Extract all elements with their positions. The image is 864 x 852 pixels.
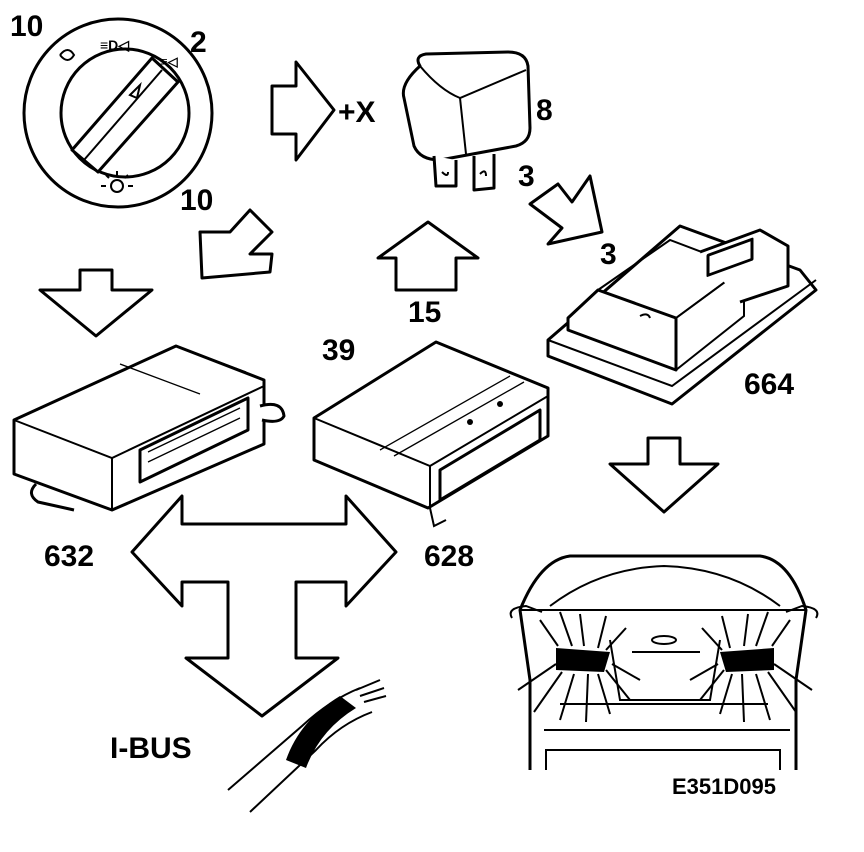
module-664-label: 664: [744, 368, 795, 401]
light-switch: ≡D◁ ≡◁: [22, 17, 214, 209]
module-628-label: 628: [424, 540, 475, 573]
module-664: [546, 224, 818, 406]
arrow-diagonal-10: [198, 208, 274, 280]
relay: [401, 50, 532, 192]
relay-output-label-3: 3: [518, 160, 535, 193]
arrow-label-10: 10: [180, 184, 214, 217]
car-front: [509, 554, 819, 770]
arrow-down-to-632: [38, 268, 154, 338]
svg-text:≡D◁: ≡D◁: [100, 37, 129, 53]
module-632-label: 632: [44, 540, 95, 573]
switch-label-10: 10: [10, 10, 44, 43]
arrow-ibus-bidirectional: [130, 494, 398, 718]
module-628-input-label-39: 39: [322, 334, 356, 367]
module-632: [12, 344, 286, 512]
relay-label-8: 8: [536, 94, 553, 127]
arrow-down-to-car: [608, 436, 720, 514]
module-628: [312, 340, 550, 528]
figure-code: E351D095: [672, 774, 776, 799]
ibus-cable: [227, 679, 387, 813]
module-664-input-label-3: 3: [600, 238, 617, 271]
relay-input-label: +X: [338, 96, 376, 129]
arrow-up-label-15: 15: [408, 296, 442, 329]
ibus-label: I-BUS: [110, 732, 192, 765]
arrow-up-to-relay: [376, 220, 480, 292]
svg-text:≡◁: ≡◁: [160, 54, 179, 69]
arrow-relay-to-664: [528, 174, 604, 246]
switch-label-2: 2: [190, 26, 207, 59]
arrow-switch-to-relay: [270, 60, 336, 162]
